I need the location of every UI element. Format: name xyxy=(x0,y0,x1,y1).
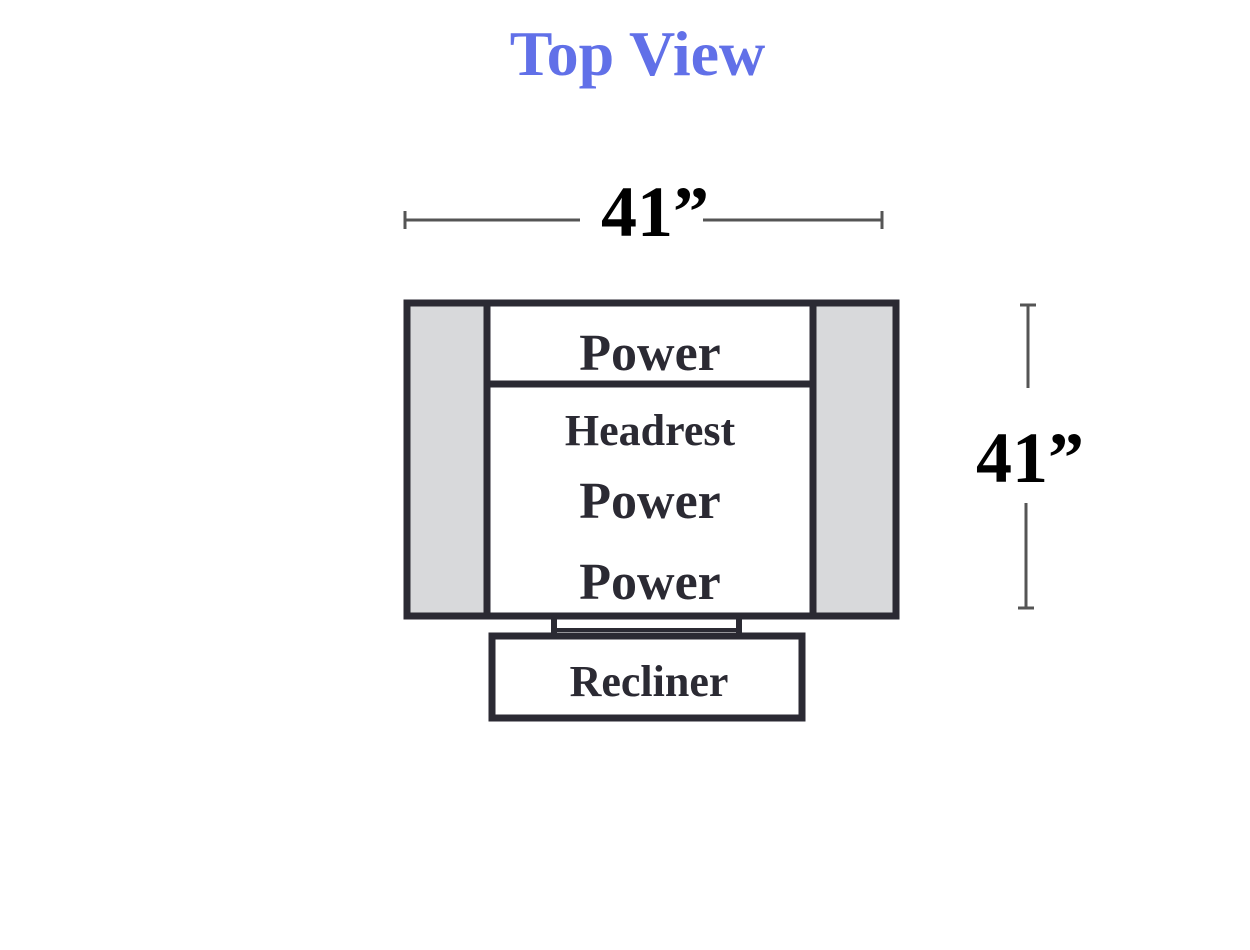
headrest-label: Headrest xyxy=(564,406,736,455)
recliner-label: Recliner xyxy=(569,657,729,706)
depth-dimension-line xyxy=(1018,303,1036,610)
page-title: Top View xyxy=(509,18,766,89)
depth-label: 41” xyxy=(976,418,1084,498)
right-armrest xyxy=(809,299,900,620)
left-armrest xyxy=(403,299,491,620)
top-power-label: Power xyxy=(579,325,721,382)
width-dimension-line xyxy=(403,211,884,229)
width-label: 41” xyxy=(601,172,709,252)
lower-power-label: Power xyxy=(579,554,721,611)
footrest-box xyxy=(488,632,806,722)
middle-power-label: Power xyxy=(579,473,721,530)
